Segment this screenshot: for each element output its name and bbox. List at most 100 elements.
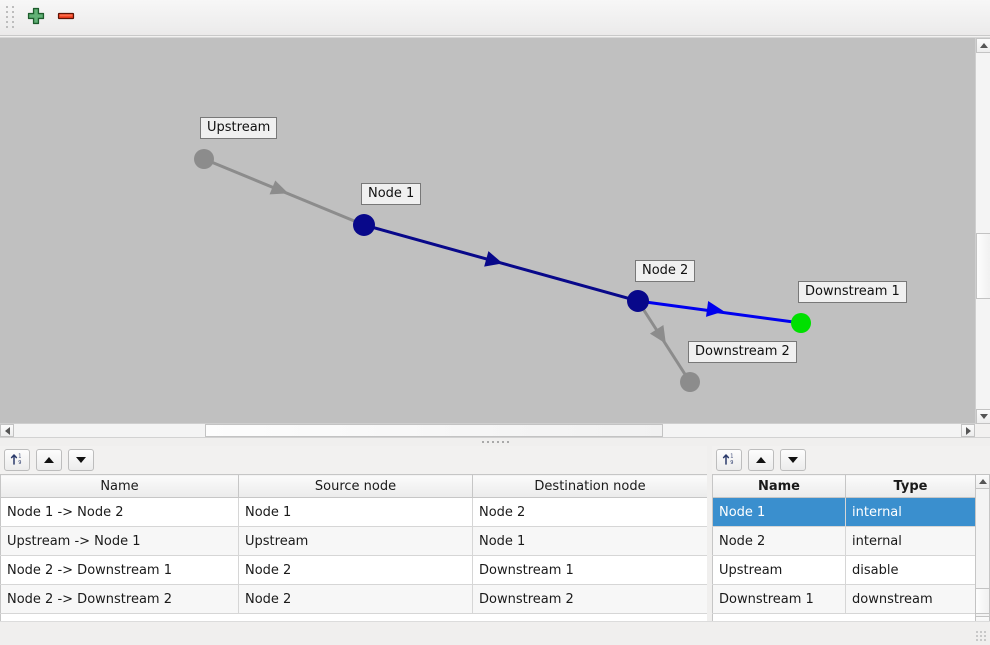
edges-cell-source[interactable]: Node 1 [238,497,473,527]
splitter-grip-icon [481,441,509,443]
nodes-move-up-button[interactable] [748,449,774,471]
edges-table[interactable]: Name Source node Destination node Node 1… [0,474,708,631]
vertical-splitter[interactable] [707,446,712,621]
nodes-cell-type[interactable]: downstream [845,584,976,614]
arrow-down-icon [788,457,798,463]
table-row[interactable]: Node 1 -> Node 2 Node 1 Node 2 [0,497,708,527]
edges-sort-button[interactable]: 1 9 [4,449,30,471]
graph-node-label-node2[interactable]: Node 2 [635,260,696,282]
nodes-pane-toolbar: 1 9 [712,446,990,474]
window-resize-grip-icon[interactable] [976,631,988,643]
arrow-left-icon [4,426,10,435]
arrow-up-icon [978,479,987,484]
canvas-horizontal-scroll-thumb[interactable] [205,424,663,437]
graph-node-label-downstream2[interactable]: Downstream 2 [688,341,797,363]
add-button[interactable] [22,4,50,32]
canvas-scroll-right-button[interactable] [961,424,975,437]
svg-text:1: 1 [730,453,733,459]
nodes-cell-name[interactable]: Downstream 1 [712,584,846,614]
graph-node-label-upstream[interactable]: Upstream [200,117,278,139]
nodes-vertical-scroll-thumb[interactable] [975,588,990,614]
edges-cell-destination[interactable]: Node 2 [472,497,708,527]
arrow-up-icon [979,43,988,48]
edges-cell-name[interactable]: Upstream -> Node 1 [0,526,239,556]
plus-icon [26,6,46,29]
arrow-up-icon [44,457,54,463]
edges-cell-source[interactable]: Upstream [238,526,473,556]
canvas-scroll-up-button[interactable] [976,38,990,53]
table-row[interactable]: Upstream -> Node 1 Upstream Node 1 [0,526,708,556]
toolbar-drag-handle[interactable] [4,6,16,29]
nodes-cell-name[interactable]: Node 1 [712,497,846,527]
main-toolbar [0,0,990,36]
edges-cell-source[interactable]: Node 2 [238,555,473,585]
nodes-pane: 1 9 Name Type [712,446,990,631]
nodes-scroll-up-button[interactable] [975,474,990,489]
nodes-table-vertical-scrollbar[interactable] [975,474,990,631]
graph-node-node1[interactable] [353,214,375,236]
table-row[interactable]: Node 2 internal [712,526,976,556]
edges-pane: 1 9 Name Source node Destination [0,446,708,631]
sort-icon: 1 9 [10,452,24,469]
table-row[interactable]: Upstream disable [712,555,976,585]
edges-column-header-name[interactable]: Name [0,474,239,498]
nodes-column-header-name[interactable]: Name [712,474,846,498]
edges-cell-source[interactable]: Node 2 [238,584,473,614]
arrow-down-icon [979,414,988,419]
nodes-cell-name[interactable]: Upstream [712,555,846,585]
edges-column-header-destination[interactable]: Destination node [472,474,708,498]
edges-cell-name[interactable]: Node 2 -> Downstream 1 [0,555,239,585]
table-row[interactable]: Node 1 internal [712,497,976,527]
svg-text:1: 1 [18,453,21,459]
table-row[interactable]: Downstream 1 downstream [712,584,976,614]
remove-button[interactable] [52,4,80,32]
edges-cell-destination[interactable]: Node 1 [472,526,708,556]
edges-move-down-button[interactable] [68,449,94,471]
edge-upstream-node1[interactable] [203,157,365,227]
edges-cell-name[interactable]: Node 2 -> Downstream 2 [0,584,239,614]
canvas-horizontal-scrollbar[interactable] [0,423,975,437]
nodes-table[interactable]: Name Type Node 1 internal Node 2 interna… [712,474,976,631]
canvas-vertical-scrollbar[interactable] [975,38,990,424]
minus-icon [56,6,76,29]
graph-node-downstream1[interactable] [791,313,811,333]
nodes-sort-button[interactable]: 1 9 [716,449,742,471]
status-bar [0,621,990,645]
nodes-cell-name[interactable]: Node 2 [712,526,846,556]
edges-cell-destination[interactable]: Downstream 1 [472,555,708,585]
edges-pane-toolbar: 1 9 [0,446,707,474]
graph-node-label-node1[interactable]: Node 1 [361,183,422,205]
edges-column-header-source[interactable]: Source node [238,474,473,498]
nodes-column-header-type[interactable]: Type [845,474,976,498]
graph-node-upstream[interactable] [194,149,214,169]
edges-move-up-button[interactable] [36,449,62,471]
horizontal-splitter[interactable] [0,437,990,446]
svg-text:9: 9 [18,460,21,466]
arrow-right-icon [965,426,971,435]
graph-node-label-downstream1[interactable]: Downstream 1 [798,281,907,303]
edges-cell-destination[interactable]: Downstream 2 [472,584,708,614]
svg-text:9: 9 [730,460,733,466]
table-row[interactable]: Node 2 -> Downstream 1 Node 2 Downstream… [0,555,708,585]
graph-node-downstream2[interactable] [680,372,700,392]
nodes-move-down-button[interactable] [780,449,806,471]
canvas-vertical-scroll-thumb[interactable] [976,233,990,299]
canvas-scroll-down-button[interactable] [976,409,990,424]
edge-node2-downstream1[interactable] [637,299,802,325]
nodes-table-header-row: Name Type [712,474,976,498]
nodes-cell-type[interactable]: internal [845,526,976,556]
graph-svg [194,149,811,392]
graph-node-node2[interactable] [627,290,649,312]
edges-cell-name[interactable]: Node 1 -> Node 2 [0,497,239,527]
graph-canvas-area: Upstream Node 1 Node 2 Downstream 1 Down… [0,37,990,437]
edges-table-container: Name Source node Destination node Node 1… [0,474,708,631]
nodes-cell-type[interactable]: disable [845,555,976,585]
graph-canvas[interactable]: Upstream Node 1 Node 2 Downstream 1 Down… [0,38,975,424]
edge-node1-node2[interactable] [363,223,639,303]
nodes-table-container: Name Type Node 1 internal Node 2 interna… [712,474,990,631]
table-row[interactable]: Node 2 -> Downstream 2 Node 2 Downstream… [0,584,708,614]
canvas-scroll-left-button[interactable] [0,424,14,437]
edge-node2-downstream2[interactable] [636,300,692,383]
nodes-cell-type[interactable]: internal [845,497,976,527]
